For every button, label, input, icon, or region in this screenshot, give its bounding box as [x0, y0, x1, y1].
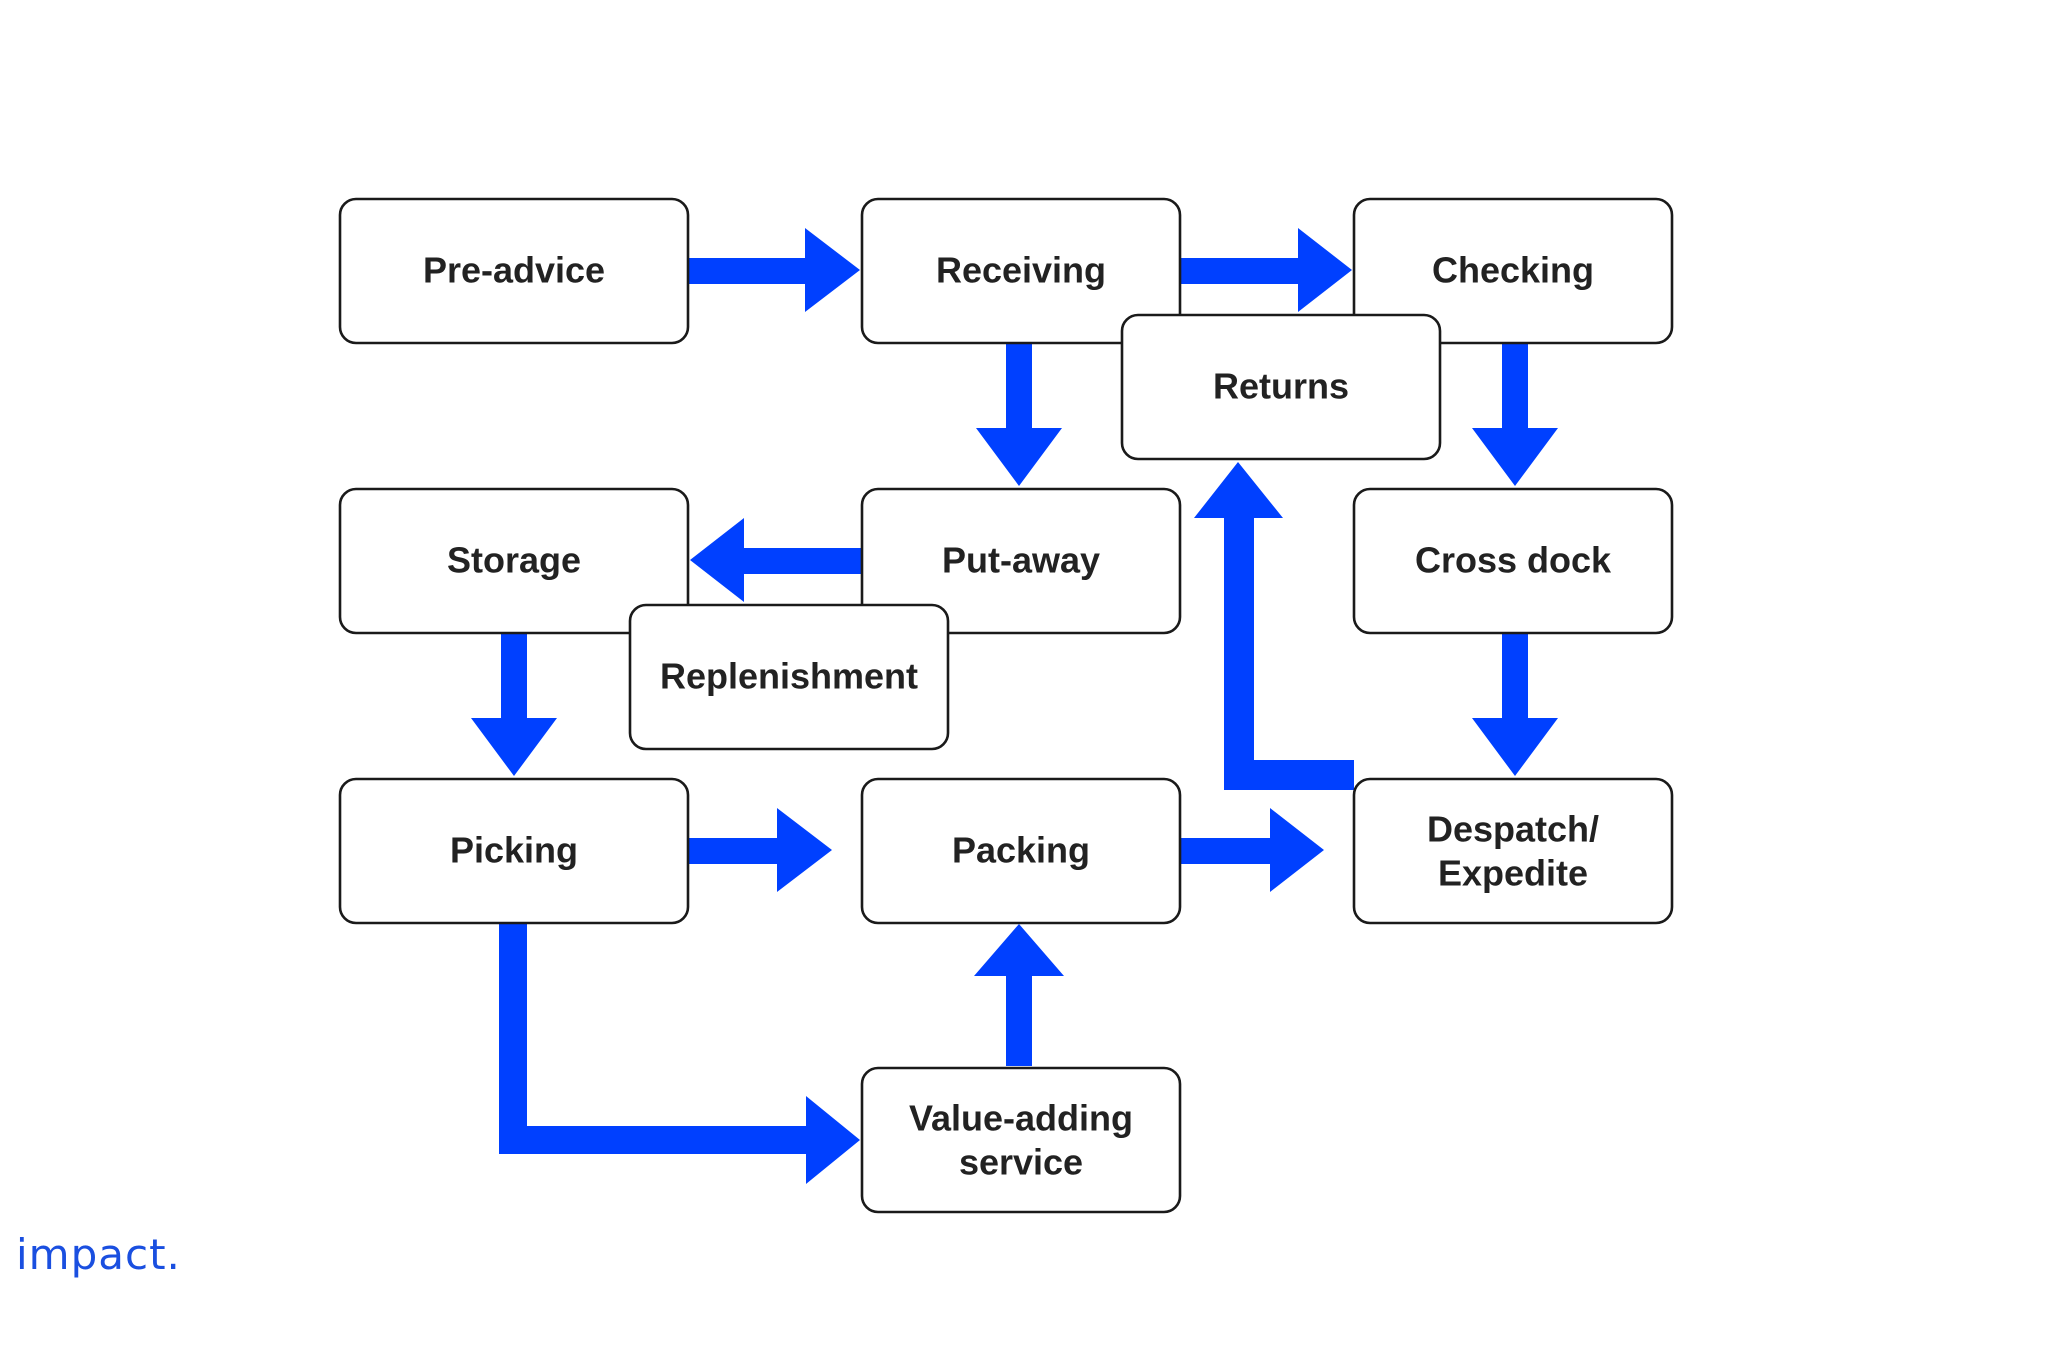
node-storage-label: Storage: [447, 540, 581, 581]
node-put-away-label: Put-away: [942, 540, 1100, 581]
node-despatch-label-line2: Expedite: [1438, 853, 1588, 894]
node-returns: Returns: [1120, 313, 1442, 461]
arrow-picking-to-valueadding: [499, 924, 860, 1184]
arrow-packing-to-despatch: [1180, 808, 1324, 892]
node-despatch-label-line1: Despatch/: [1427, 809, 1599, 850]
node-cross-dock-label: Cross dock: [1415, 540, 1612, 581]
node-picking-label: Picking: [450, 830, 578, 871]
node-value-adding-label-line1: Value-adding: [909, 1098, 1133, 1139]
node-picking: Picking: [338, 777, 690, 925]
arrow-receiving-to-putaway: [976, 344, 1062, 486]
arrow-preadvice-to-receiving: [688, 228, 860, 312]
node-packing: Packing: [860, 777, 1182, 925]
node-cross-dock: Cross dock: [1352, 487, 1674, 635]
node-replenishment-label: Replenishment: [660, 656, 918, 697]
arrow-valueadding-to-packing: [974, 924, 1064, 1066]
node-pre-advice-label: Pre-advice: [423, 250, 605, 291]
impact-logo: impact.: [16, 1230, 181, 1279]
node-despatch-expedite: Despatch/ Expedite: [1352, 777, 1674, 925]
arrows-layer: [471, 228, 1558, 1184]
arrow-storage-to-picking: [471, 634, 557, 776]
arrow-receiving-to-checking: [1180, 228, 1352, 312]
node-value-adding-service: Value-adding service: [860, 1066, 1182, 1214]
arrow-picking-to-packing: [688, 808, 832, 892]
node-pre-advice: Pre-advice: [338, 197, 690, 345]
node-checking: Checking: [1352, 197, 1674, 345]
node-receiving: Receiving: [860, 197, 1182, 345]
node-storage: Storage: [338, 487, 690, 635]
arrow-checking-to-crossdock: [1472, 344, 1558, 486]
node-value-adding-label-line2: service: [959, 1142, 1083, 1183]
arrow-putaway-to-storage: [690, 518, 862, 602]
node-replenishment: Replenishment: [628, 603, 950, 751]
node-packing-label: Packing: [952, 830, 1090, 871]
node-put-away: Put-away: [860, 487, 1182, 635]
node-returns-label: Returns: [1213, 366, 1349, 407]
node-checking-label: Checking: [1432, 250, 1594, 291]
node-receiving-label: Receiving: [936, 250, 1106, 291]
arrow-despatch-to-returns: [1194, 462, 1354, 790]
arrow-crossdock-to-despatch: [1472, 634, 1558, 776]
